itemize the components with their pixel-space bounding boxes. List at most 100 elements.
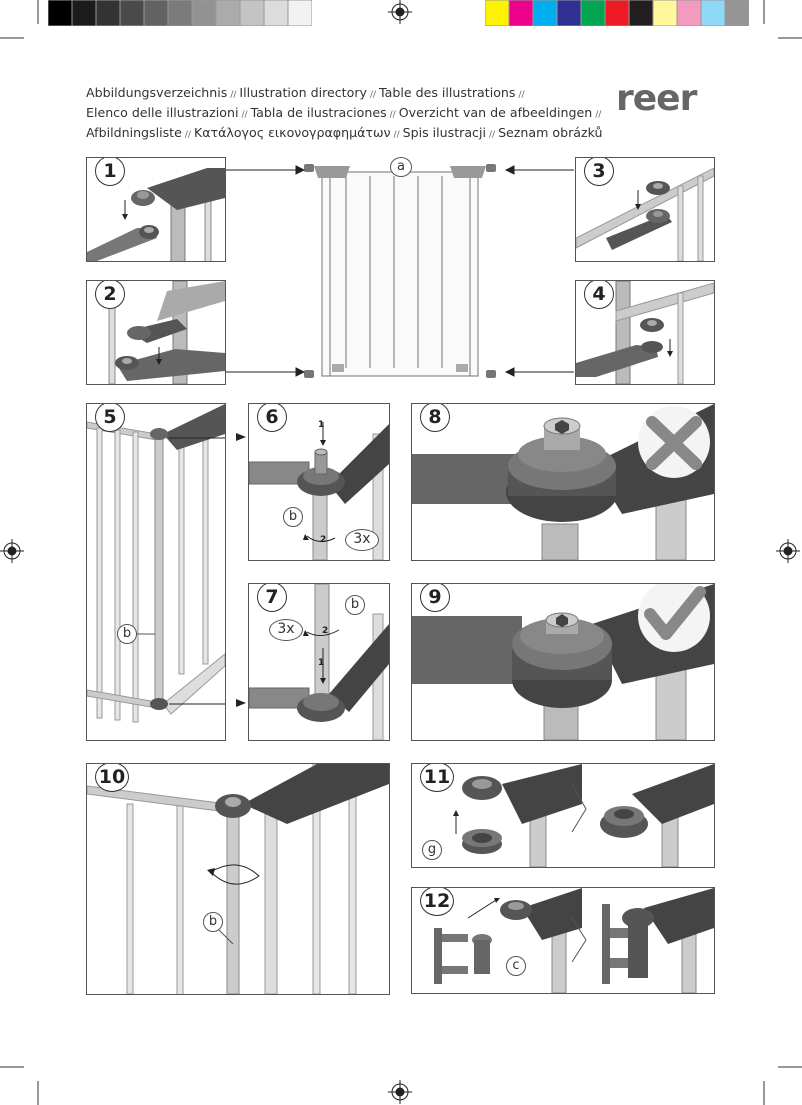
illustration-directory-header: Abbildungsverzeichnis//Illustration dire… (86, 84, 604, 144)
header-line-3: Afbildningsliste//Κατάλογος εικονογραφημ… (86, 124, 604, 144)
step-number: 3 (584, 158, 614, 186)
arrow-step-label: 1 (318, 658, 325, 668)
gray-swatch (240, 0, 264, 26)
color-swatch (677, 0, 701, 26)
gray-swatch (144, 0, 168, 26)
repeat-count-label: 3x (269, 619, 303, 641)
color-swatch (605, 0, 629, 26)
step-3-illustration (576, 167, 714, 261)
title-es: Tabla de ilustraciones (250, 105, 387, 120)
step-1-panel: 1 (86, 157, 226, 262)
step-6-panel: 6 1 2 b 3x (248, 403, 390, 561)
registration-mark-icon (388, 0, 412, 24)
step-10-panel: 10 b (86, 763, 390, 995)
arrow-step-label: 2 (322, 626, 329, 636)
step-4-illustration (576, 281, 714, 384)
color-swatch (557, 0, 581, 26)
step-11-panel: 11 g (411, 763, 715, 868)
rotate-arrow-icon (306, 535, 336, 542)
separator: // (488, 130, 496, 140)
header-line-1: Abbildungsverzeichnis//Illustration dire… (86, 84, 604, 104)
separator: // (518, 90, 525, 100)
part-label-a: a (390, 157, 412, 177)
color-swatch (533, 0, 557, 26)
step-number: 4 (584, 281, 614, 309)
part-label-g: g (422, 840, 442, 860)
title-da: Afbildningsliste (86, 125, 182, 140)
registration-mark-icon (0, 539, 24, 563)
title-en: Illustration directory (239, 85, 367, 100)
registration-mark-icon (388, 1080, 412, 1104)
step-number: 6 (257, 404, 287, 432)
gray-swatch (288, 0, 312, 26)
step-number: 11 (420, 764, 454, 792)
step-number: 12 (420, 888, 454, 916)
color-swatch (509, 0, 533, 26)
step-number: 5 (95, 404, 125, 432)
step-number: 10 (95, 764, 129, 792)
step-3-panel: 3 (575, 157, 715, 262)
step-2-illustration (108, 281, 225, 384)
step-6-illustration (249, 422, 389, 560)
title-de: Abbildungsverzeichnis (86, 85, 228, 100)
separator: // (230, 90, 237, 100)
gray-swatch (72, 0, 96, 26)
arrow-step-label: 2 (320, 535, 327, 545)
gray-swatch (168, 0, 192, 26)
gray-swatch (96, 0, 120, 26)
step-number: 1 (95, 158, 125, 186)
gray-swatch (216, 0, 240, 26)
step-11-illustration (453, 764, 714, 867)
color-swatch (725, 0, 749, 26)
gray-swatch (192, 0, 216, 26)
step-number: 7 (257, 584, 287, 612)
step-7-illustration (249, 584, 389, 740)
step-12-illustration (434, 888, 714, 993)
registration-mark-icon (776, 539, 800, 563)
title-fr: Table des illustrations (379, 85, 516, 100)
step-12-panel: 12 c (411, 887, 715, 994)
step-5-illustration (87, 404, 225, 723)
color-swatch (701, 0, 725, 26)
separator: // (241, 110, 248, 120)
rotate-arrow-icon (306, 629, 340, 636)
separator: // (595, 110, 602, 120)
separator: // (393, 130, 400, 140)
color-swatch (653, 0, 677, 26)
step-5-panel: 5 b (86, 403, 226, 741)
title-cs: Seznam obrázků (498, 125, 603, 140)
part-label-b: b (283, 507, 303, 527)
gray-swatch (120, 0, 144, 26)
title-nl: Overzicht van de afbeeldingen (398, 105, 593, 120)
step-2-panel: 2 (86, 280, 226, 385)
rotate-arrow-icon (210, 864, 260, 885)
part-label-b: b (345, 595, 365, 615)
separator: // (184, 130, 191, 140)
color-swatch (629, 0, 653, 26)
title-el: Κατάλογος εικονογραφημάτων (193, 125, 391, 140)
step-number: 8 (420, 404, 450, 432)
step-4-panel: 4 (575, 280, 715, 385)
repeat-count-label: 3x (345, 529, 379, 551)
step-number: 2 (95, 281, 125, 309)
part-label-c: c (506, 956, 526, 976)
step-number: 9 (420, 584, 450, 612)
header-line-2: Elenco delle illustrazioni//Tabla de ilu… (86, 104, 604, 124)
step-1-illustration (87, 168, 225, 261)
arrow-step-label: 1 (318, 420, 325, 430)
step-8-panel: 8 (411, 403, 715, 561)
cross-mark-icon (646, 416, 702, 470)
part-label-b: b (117, 624, 137, 644)
brand-logo: reer (616, 78, 697, 119)
step-9-panel: 9 (411, 583, 715, 741)
color-swatch (485, 0, 509, 26)
gray-swatch (48, 0, 72, 26)
separator: // (369, 90, 377, 100)
separator: // (389, 110, 396, 120)
check-mark-icon (644, 586, 706, 640)
step-8-illustration (412, 404, 714, 560)
gray-swatch (264, 0, 288, 26)
